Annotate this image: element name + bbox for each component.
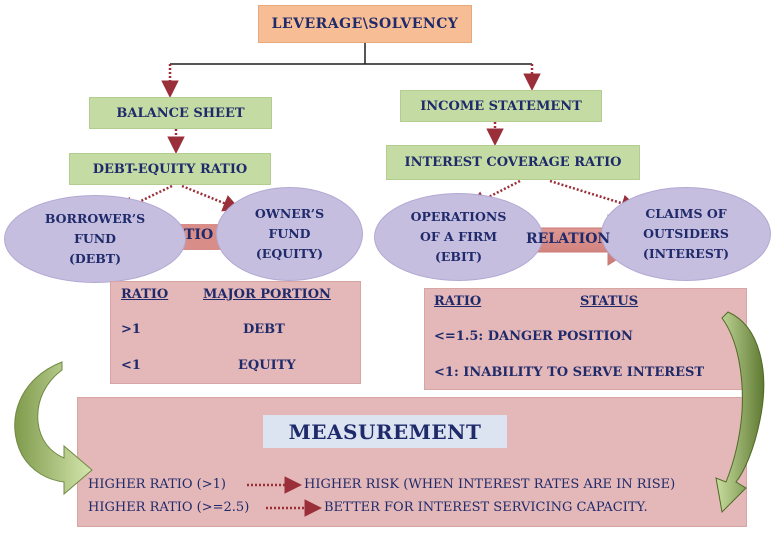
owners-fund-ellipse: OWNER’S FUND (EQUITY) (216, 187, 363, 281)
leverage-solvency-box: LEVERAGE\SOLVENCY (258, 5, 472, 43)
income-statement-box: INCOME STATEMENT (400, 90, 602, 122)
measurement-title: MEASUREMENT (263, 415, 507, 448)
claims-line3: (INTEREST) (642, 246, 730, 261)
borrowers-fund-line2: FUND (73, 231, 117, 246)
ratio-row-1-portion: DEBT (243, 322, 285, 337)
status-row-danger: <=1.5: DANGER POSITION (434, 329, 633, 344)
major-portion-header: MAJOR PORTION (203, 287, 331, 302)
debt-equity-ratio-table (110, 281, 361, 384)
owners-fund-line2: FUND (268, 226, 311, 241)
interest-coverage-status-table (424, 288, 747, 390)
right-curved-arrow-icon (715, 311, 765, 514)
claims-of-outsiders-ellipse: CLAIMS OF OUTSIDERS (INTEREST) (601, 187, 771, 281)
status-header: STATUS (580, 294, 639, 309)
operations-line2: OF A FIRM (419, 229, 498, 244)
ratio-row-2-value: <1 (121, 358, 141, 373)
arrow-to-borrowers-fund (117, 184, 173, 213)
operations-line3: (EBIT) (434, 249, 483, 264)
status-row-inability: <1: INABILITY TO SERVE INTEREST (434, 365, 705, 380)
borrowers-fund-line3: (DEBT) (68, 251, 122, 266)
debt-equity-ratio-box: DEBT-EQUITY RATIO (69, 153, 271, 185)
measurement-line-2-condition: HIGHER RATIO (>=2.5) (88, 500, 250, 515)
measurement-line-2-result: BETTER FOR INTEREST SERVICING CAPACITY. (324, 500, 648, 515)
operations-of-firm-ellipse: OPERATIONS OF A FIRM (EBIT) (374, 193, 543, 281)
ratio-header: RATIO (121, 287, 169, 302)
ratio-row-1-value: >1 (121, 322, 141, 337)
owners-fund-line1: OWNER’S (254, 206, 325, 221)
owners-fund-line3: (EQUITY) (255, 246, 324, 261)
balance-sheet-box: BALANCE SHEET (89, 97, 272, 129)
measurement-line-1-result: HIGHER RISK (WHEN INTEREST RATES ARE IN … (304, 477, 676, 492)
operations-line1: OPERATIONS (410, 209, 507, 224)
borrowers-fund-line1: BORROWER’S (44, 211, 146, 226)
borrowers-fund-ellipse: BORROWER’S FUND (DEBT) (4, 195, 186, 283)
claims-line1: CLAIMS OF (645, 206, 727, 221)
measurement-line-1-condition: HIGHER RATIO (>1) (88, 477, 226, 492)
interest-coverage-ratio-box: INTEREST COVERAGE RATIO (386, 145, 640, 180)
ratio-row-2-portion: EQUITY (238, 358, 296, 373)
claims-line2: OUTSIDERS (643, 226, 729, 241)
left-relation-label: TIO (184, 227, 214, 243)
arrow-to-claims-of-outsiders (549, 179, 639, 212)
arrow-to-operations-of-firm (468, 179, 521, 208)
arrow-to-owners-fund (181, 184, 241, 212)
status-ratio-header: RATIO (434, 294, 482, 309)
relation-label: RELATION (526, 231, 611, 247)
left-curved-arrow-icon (14, 361, 93, 496)
